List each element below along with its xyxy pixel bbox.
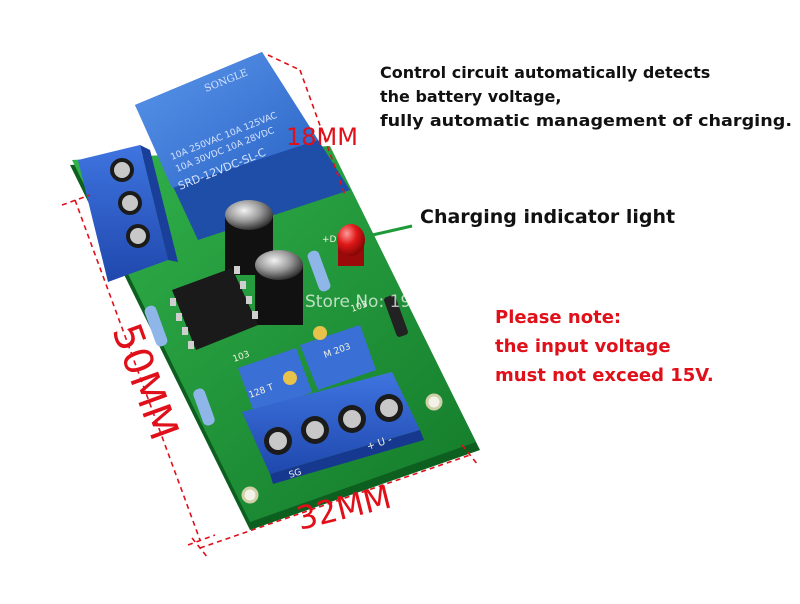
sg-silk-label: SG xyxy=(288,467,303,480)
potentiometers: 103 103 128 T M 203 xyxy=(232,300,376,415)
description-line-1: Control circuit automatically detects xyxy=(380,63,710,82)
resistors xyxy=(144,250,408,426)
led-silk-label: +D xyxy=(322,235,337,245)
charging-led: +D xyxy=(322,224,365,266)
input-terminal-block xyxy=(78,145,178,282)
description-line-2: the battery voltage, xyxy=(380,87,561,106)
indicator-label: Charging indicator light xyxy=(420,206,675,228)
dimension-lines xyxy=(61,54,479,559)
store-watermark: Store No: 1986332 xyxy=(305,292,465,312)
dimension-height-label: 18MM xyxy=(286,123,358,151)
note-line-3: must not exceed 15V. xyxy=(495,365,714,386)
capacitors xyxy=(225,200,303,325)
note-line-2: the input voltage xyxy=(495,336,671,357)
description-line-3: fully automatic management of charging. xyxy=(380,111,792,130)
indicator-pointer xyxy=(367,224,413,238)
output-terminal-block: + U - SG xyxy=(242,372,424,484)
relay: SONGLE 10A 250VAC 10A 125VAC 10A 30VDC 1… xyxy=(135,52,350,240)
note-line-1: Please note: xyxy=(495,307,621,328)
ic-chip xyxy=(170,266,258,350)
